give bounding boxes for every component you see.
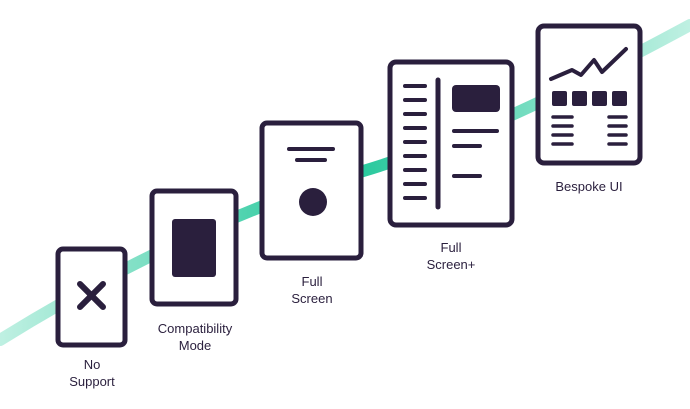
label-bespoke-ui: Bespoke UI <box>539 178 639 195</box>
label-line: Mode <box>178 338 212 353</box>
label-line: Support <box>69 374 115 389</box>
label-compatibility-mode: Compatibility Mode <box>134 320 256 354</box>
close-x-icon <box>77 281 106 310</box>
label-line: No <box>83 357 101 372</box>
label-line: Bespoke UI <box>555 179 623 194</box>
label-full-screen: Full Screen <box>272 273 352 307</box>
small-screen-icon <box>172 219 216 277</box>
label-line: Screen <box>291 291 333 306</box>
label-line: Compatibility <box>157 321 233 336</box>
full-screen-icon <box>259 120 364 261</box>
bespoke-ui-icon <box>535 23 643 166</box>
full-screen-plus-page-icon <box>403 77 500 210</box>
label-line: Full <box>301 274 323 289</box>
label-no-support: No Support <box>52 356 132 390</box>
full-screen-plus-icon <box>387 59 515 228</box>
label-line: Full <box>440 240 462 255</box>
no-support-icon <box>55 246 128 348</box>
compatibility-mode-icon <box>149 188 239 307</box>
label-line: Screen+ <box>426 257 476 272</box>
dashboard-chart-icon <box>549 47 628 146</box>
label-full-screen-plus: Full Screen+ <box>411 239 491 273</box>
full-screen-page-icon <box>287 147 335 216</box>
